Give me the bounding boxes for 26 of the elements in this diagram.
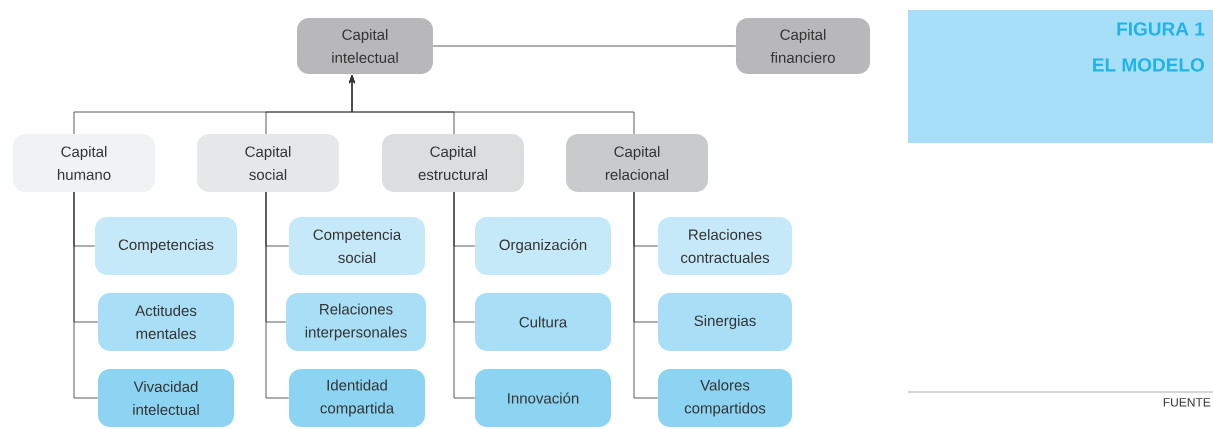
rounded-box: Capital relacional	[566, 134, 708, 192]
rounded-box: Cultura	[475, 293, 611, 351]
rounded-box: Capital humano	[13, 134, 155, 192]
connector-line	[73, 191, 99, 399]
title-panel: FIGURA 1 EL MODELO	[908, 10, 1213, 143]
rounded-box: Competencia social	[289, 217, 425, 275]
rounded-box: Innovación	[475, 369, 611, 427]
rounded-box: Capital intelectual	[297, 18, 433, 74]
rounded-box: Vivacidad intelectual	[98, 369, 234, 427]
rounded-box: Capital social	[197, 134, 339, 192]
arrow	[349, 75, 635, 135]
rounded-box: Relaciones contractuales	[658, 217, 792, 275]
rounded-box: Valores compartidos	[658, 369, 792, 427]
connector-line	[453, 191, 476, 399]
rounded-box: Capital estructural	[382, 134, 524, 192]
rounded-box: Identidad compartida	[289, 369, 425, 427]
rounded-box: Capital financiero	[736, 18, 870, 74]
rounded-box: Organización	[475, 217, 611, 275]
connector-line	[633, 191, 659, 399]
source-note: FUENTE	[1163, 398, 1211, 407]
rounded-box: Relaciones interpersonales	[286, 293, 426, 351]
connector-line	[265, 191, 290, 399]
rounded-box: Competencias	[95, 217, 237, 275]
rounded-box: Sinergias	[658, 293, 792, 351]
rounded-box: Actitudes mentales	[98, 293, 234, 351]
connector-line	[432, 45, 737, 47]
